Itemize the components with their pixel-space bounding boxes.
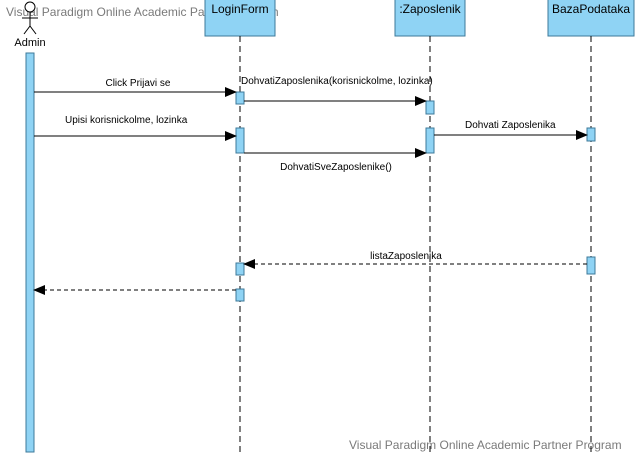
- message-label: DohvatiZaposlenika(korisnickolme, lozink…: [241, 76, 433, 87]
- message-upisi-korisnicko-ime[interactable]: Upisi korisnickolme, lozinka: [34, 115, 237, 141]
- message-label: listaZaposlenika: [370, 251, 442, 262]
- activation-bar-bazapodataka-1: [586, 127, 596, 142]
- actor-admin-activation-bar: [25, 52, 35, 453]
- message-label: Upisi korisnickolme, lozinka: [65, 115, 188, 126]
- activation-bar-loginform-3: [235, 262, 245, 276]
- lifeline-zaposlenik[interactable]: :Zaposlenik: [394, 0, 466, 37]
- lifeline-loginform-box: [204, 0, 276, 37]
- activation-bar-zaposlenik-2: [425, 127, 435, 154]
- actor-admin[interactable]: Admin: [14, 1, 46, 49]
- message-dohvati-zaposlenika[interactable]: Dohvati Zaposlenika: [434, 120, 588, 140]
- message-label: Dohvati Zaposlenika: [465, 120, 556, 131]
- lifeline-bazapodataka-title: BazaPodataka: [552, 2, 630, 16]
- stick-figure-icon: [22, 1, 38, 35]
- message-dohvati-zaposlenika-args[interactable]: DohvatiZaposlenika(korisnickolme, lozink…: [241, 76, 433, 106]
- activation-bar-loginform-4: [235, 288, 245, 302]
- activation-bar-loginform-2: [235, 127, 245, 154]
- activation-bar-loginform-1: [235, 91, 245, 105]
- message-label: DohvatiSveZaposlenike(): [280, 162, 392, 173]
- lifeline-bazapodataka-box: [547, 0, 635, 37]
- lifeline-loginform[interactable]: LoginForm: [204, 0, 276, 37]
- message-lista-zaposlenika-return[interactable]: listaZaposlenika: [243, 251, 587, 269]
- activation-bar-zaposlenik-1: [425, 100, 435, 115]
- message-label: Click Prijavi se: [105, 78, 170, 89]
- activation-bar-bazapodataka-2: [586, 256, 596, 275]
- message-dohvati-sve-zaposlenike[interactable]: DohvatiSveZaposlenike(): [244, 148, 427, 173]
- lifeline-loginform-title: LoginForm: [211, 2, 268, 16]
- watermark-bottom: Visual Paradigm Online Academic Partner …: [349, 438, 622, 452]
- message-click-prijavi-se[interactable]: Click Prijavi se: [34, 78, 237, 97]
- lifeline-bazapodataka[interactable]: BazaPodataka: [547, 0, 635, 37]
- actor-admin-label: Admin: [14, 37, 45, 49]
- lifeline-zaposlenik-title: :Zaposlenik: [399, 2, 461, 16]
